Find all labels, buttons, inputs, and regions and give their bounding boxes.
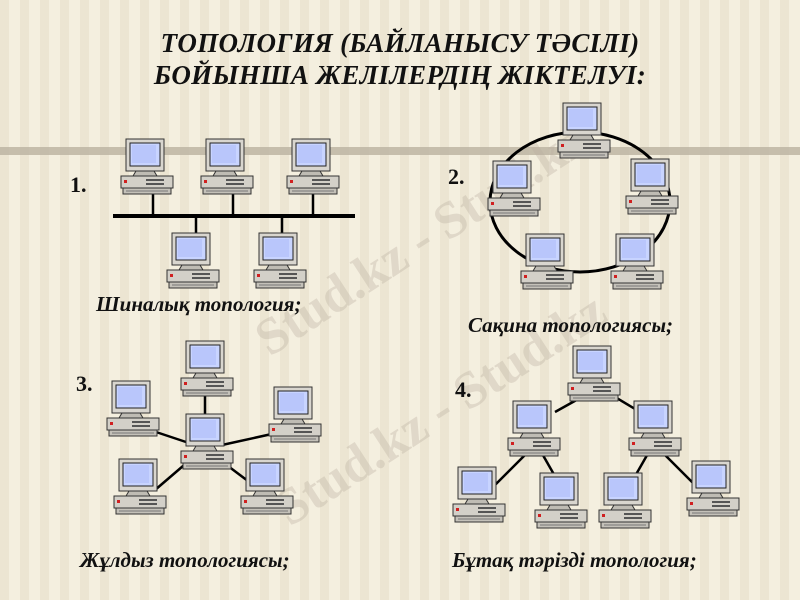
computer-icon [507,400,561,458]
computer-icon [598,472,652,530]
computer-icon [520,233,574,291]
computer-icon [180,413,234,471]
computer-icon [166,232,220,290]
topology-caption: Жұлдыз топологиясы; [80,548,290,572]
computer-icon [253,232,307,290]
computer-icon [534,472,588,530]
topology-caption: Бұтақ тәрізді топология; [452,548,697,572]
decorative-bar [0,147,800,155]
computer-icon [628,400,682,458]
page-title-line-2: БОЙЫНША ЖЕЛІЛЕРДІҢ ЖІКТЕЛУІ: [153,60,647,90]
page-title-line-1: ТОПОЛОГИЯ (БАЙЛАНЫСУ ТӘСІЛІ) [160,28,640,58]
topology-caption: Шиналық топология; [96,292,302,316]
computer-icon [487,160,541,218]
computer-icon [240,458,294,516]
computer-icon [113,458,167,516]
computer-icon [610,233,664,291]
computer-icon [268,386,322,444]
computer-icon [686,460,740,518]
computer-icon [567,345,621,403]
topology-number: 1. [70,172,87,197]
computer-icon [200,138,254,196]
computer-icon [180,340,234,398]
computer-icon [120,138,174,196]
computer-icon [625,158,679,216]
computer-icon [452,466,506,524]
topology-number: 3. [76,371,93,396]
computer-icon [106,380,160,438]
topology-number: 4. [455,377,472,402]
computer-icon [286,138,340,196]
topology-caption: Сақина топологиясы; [468,313,674,337]
topology-number: 2. [448,164,465,189]
computer-icon [557,102,611,160]
